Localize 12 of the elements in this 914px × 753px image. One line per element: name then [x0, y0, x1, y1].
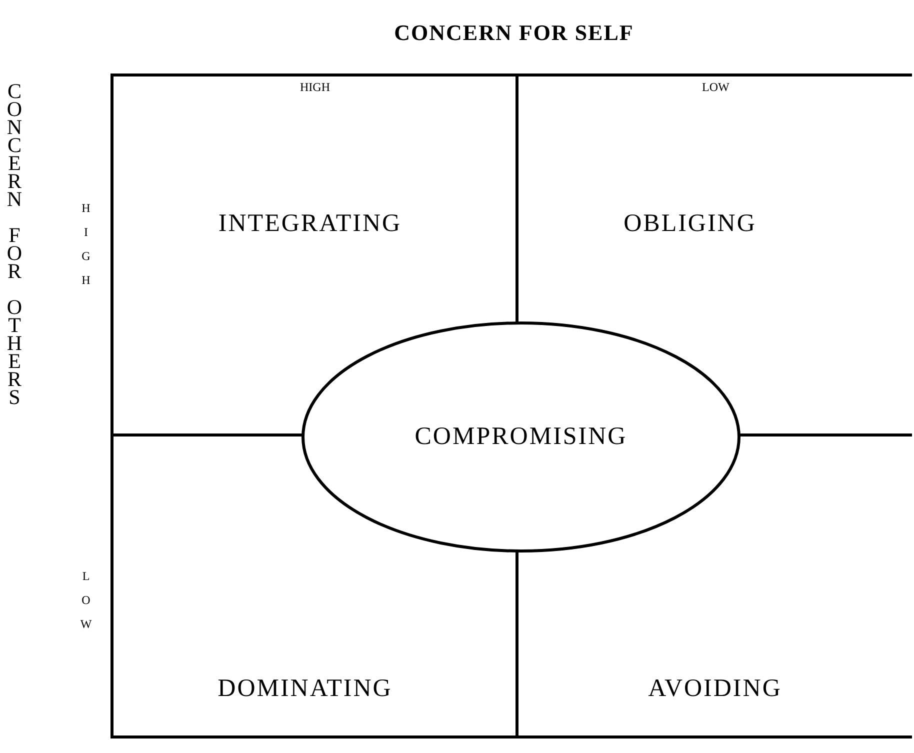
quadrant-label: INTEGRATING [218, 210, 402, 238]
axis-title: CONCERN FOR OTHERS [6, 82, 24, 406]
quadrant-label: DOMINATING [218, 675, 392, 703]
node-label: COMPROMISING [414, 423, 628, 451]
axis-label: HIGH [300, 80, 330, 95]
title: CONCERN FOR SELF [393, 20, 635, 46]
axis-label: LOW [702, 80, 730, 95]
axis-label: LOW [80, 568, 92, 633]
ellipse [301, 321, 741, 553]
quadrant-label: OBLIGING [624, 210, 756, 238]
axis-label: HIGH [80, 200, 92, 289]
quadrant-label: AVOIDING [648, 675, 782, 703]
